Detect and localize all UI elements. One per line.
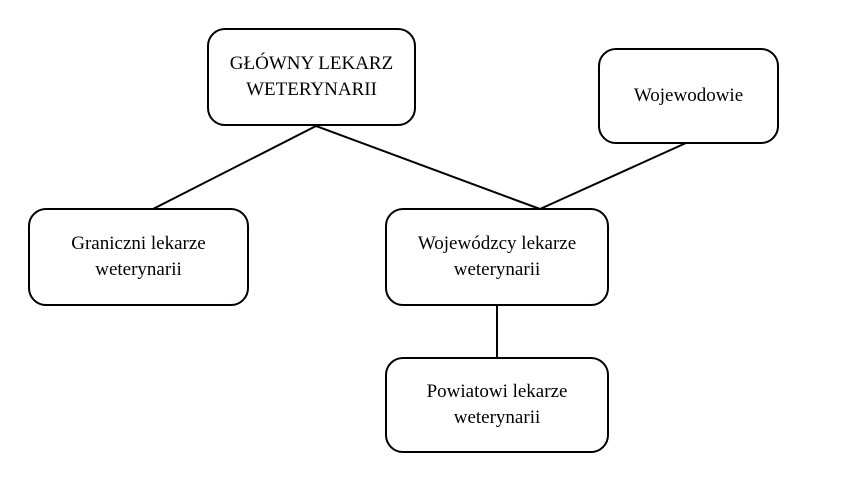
node-label: Powiatowi lekarze <box>426 381 568 402</box>
node-border-veterinarians: Graniczni lekarze weterynarii <box>28 208 249 306</box>
node-label: Graniczni lekarze <box>71 233 206 254</box>
node-voivodes: Wojewodowie <box>598 48 779 144</box>
node-label: Wojewódzcy lekarze <box>417 233 577 254</box>
node-provincial-veterinarians: Wojewódzcy lekarze weterynarii <box>385 208 609 306</box>
node-label: GŁÓWNY LEKARZ <box>229 53 394 74</box>
edge-chief-border <box>152 125 317 210</box>
node-label: Wojewodowie <box>633 85 744 106</box>
node-chief-veterinary-officer: GŁÓWNY LEKARZ WETERYNARII <box>207 28 416 126</box>
node-district-veterinarians: Powiatowi lekarze weterynarii <box>385 357 609 453</box>
edge-chief-provincial <box>315 125 541 210</box>
node-label: weterynarii <box>95 259 182 280</box>
node-label: weterynarii <box>453 407 541 428</box>
edge-voivodes-provincial <box>539 142 687 210</box>
node-label: WETERYNARII <box>246 79 377 100</box>
node-label: weterynarii <box>453 259 541 280</box>
